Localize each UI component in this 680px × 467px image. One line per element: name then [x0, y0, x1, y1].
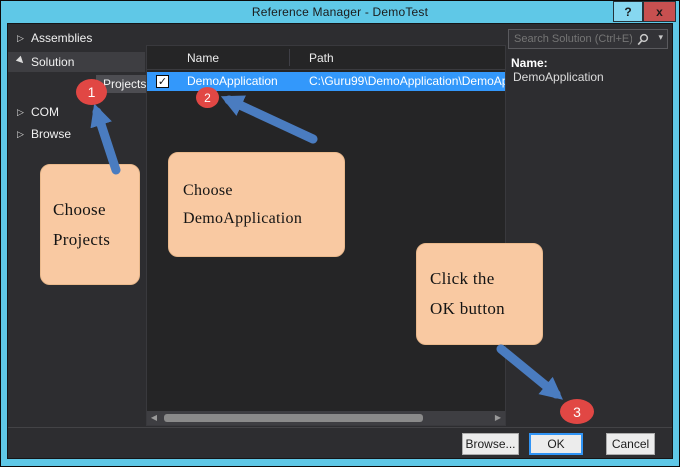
- search-icon[interactable]: [637, 33, 649, 51]
- details-name-value: DemoApplication: [513, 70, 604, 84]
- callout-text-line: Projects: [53, 229, 111, 249]
- scroll-right-icon[interactable]: ▶: [494, 413, 502, 422]
- callout-text-line: Choose: [183, 181, 233, 199]
- browse-button[interactable]: Browse...: [462, 433, 519, 455]
- search-input[interactable]: [514, 30, 632, 48]
- help-button[interactable]: ?: [613, 1, 643, 22]
- sidebar-item-assemblies[interactable]: ▷ Assemblies: [8, 28, 145, 48]
- callout-choose-demoapplication: Choose DemoApplication: [168, 152, 345, 257]
- window-title: Reference Manager - DemoTest: [251, 5, 429, 19]
- column-header-path[interactable]: Path: [309, 51, 334, 65]
- chevron-down-icon[interactable]: ▾: [658, 32, 663, 42]
- callout-choose-projects: Choose Projects: [40, 164, 140, 285]
- sidebar-item-solution[interactable]: ▶ Solution: [8, 52, 145, 72]
- search-box[interactable]: ▾: [508, 29, 668, 49]
- callout-text-line: DemoApplication: [183, 209, 303, 227]
- sidebar-item-label: Assemblies: [31, 31, 93, 45]
- step-number: 3: [573, 403, 581, 420]
- checkbox-checked[interactable]: ✓: [156, 75, 169, 88]
- sidebar-item-com[interactable]: ▷ COM: [8, 102, 145, 122]
- ok-button[interactable]: OK: [529, 433, 583, 455]
- step-number: 1: [87, 84, 96, 100]
- scroll-left-icon[interactable]: ◀: [150, 413, 158, 422]
- sidebar-item-browse[interactable]: ▷ Browse: [8, 124, 145, 144]
- sidebar-item-label: Browse: [31, 127, 72, 141]
- chevron-right-icon[interactable]: ▷: [17, 107, 24, 117]
- cancel-button[interactable]: Cancel: [606, 433, 655, 455]
- step-number: 2: [204, 90, 211, 105]
- cell-path: C:\Guru99\DemoApplication\DemoApplicat: [309, 74, 505, 88]
- column-divider[interactable]: [289, 49, 290, 66]
- sidebar-item-label: Projects: [96, 75, 154, 93]
- close-button[interactable]: x: [643, 1, 676, 22]
- list-header: Name Path: [147, 46, 505, 70]
- horizontal-scrollbar[interactable]: ◀ ▶: [147, 411, 505, 425]
- close-icon: x: [656, 4, 663, 19]
- details-name-label: Name:: [511, 56, 548, 70]
- sidebar-item-label: COM: [31, 105, 59, 119]
- callout-click-ok: Click the OK button: [416, 243, 543, 345]
- callout-text-line: Choose: [53, 199, 106, 219]
- step-badge-1: 1: [76, 79, 107, 105]
- callout-text-line: Click the: [430, 269, 495, 289]
- sidebar-item-label: Solution: [31, 55, 75, 69]
- titlebar[interactable]: Reference Manager - DemoTest ? x: [1, 1, 679, 23]
- step-badge-3: 3: [560, 399, 594, 424]
- checkmark-icon: ✓: [157, 76, 168, 88]
- chevron-right-icon[interactable]: ▷: [17, 129, 24, 139]
- cell-name: DemoApplication: [187, 74, 278, 88]
- table-row-demoapplication[interactable]: ✓ DemoApplication C:\Guru99\DemoApplicat…: [147, 72, 505, 91]
- help-icon: ?: [624, 4, 632, 19]
- footer-bar: Browse... OK Cancel: [8, 427, 672, 458]
- sidebar-item-projects[interactable]: Projects: [8, 74, 154, 94]
- chevron-right-icon[interactable]: ▷: [17, 33, 24, 43]
- callout-text-line: OK button: [430, 299, 505, 318]
- scrollbar-thumb[interactable]: [164, 414, 423, 422]
- column-header-name[interactable]: Name: [187, 51, 220, 65]
- step-badge-2: 2: [196, 87, 219, 108]
